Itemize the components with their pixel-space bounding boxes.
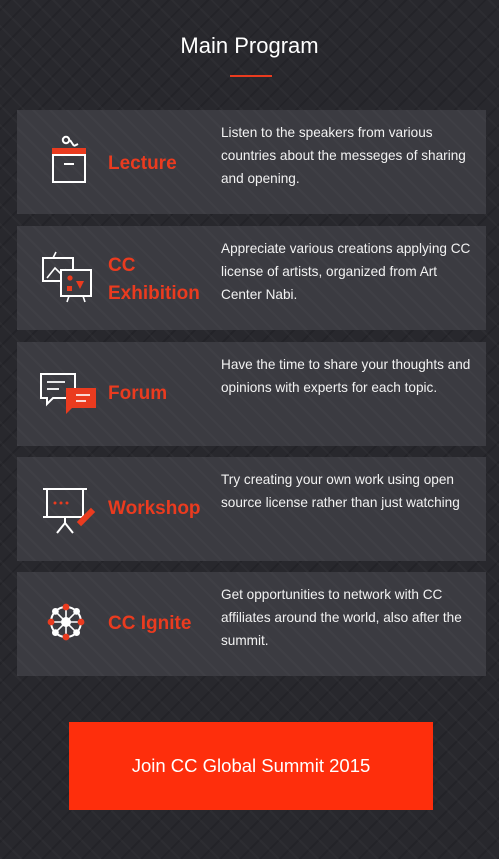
easel-pencil-icon xyxy=(43,488,96,534)
program-card-ignite: CC Ignite Get opportunities to network w… xyxy=(17,572,486,676)
program-name-workshop: Workshop xyxy=(108,498,201,519)
program-name-ignite: CC Ignite xyxy=(108,613,192,634)
program-name-exhibition: CC Exhibition xyxy=(108,255,200,304)
program-card-forum: Forum Have the time to share your though… xyxy=(17,342,486,446)
program-desc-workshop: Try creating your own work using open so… xyxy=(221,472,460,510)
program-desc-exhibition: Appreciate various creations applying CC… xyxy=(221,241,471,302)
join-summit-button[interactable]: Join CC Global Summit 2015 xyxy=(69,722,433,810)
program-card-workshop: Workshop Try creating your own work usin… xyxy=(17,457,486,561)
program-desc-forum: Have the time to share your thoughts and… xyxy=(221,357,471,395)
program-name-forum: Forum xyxy=(108,383,168,404)
network-hub-icon xyxy=(47,603,85,641)
lecture-podium-icon xyxy=(52,135,86,183)
page-title: Main Program xyxy=(180,33,319,58)
program-card-exhibition: CC Exhibition Appreciate various creatio… xyxy=(17,226,486,330)
exhibition-frames-icon xyxy=(42,251,92,303)
title-underline xyxy=(230,75,272,77)
speech-bubbles-icon xyxy=(40,373,96,414)
program-name-lecture: Lecture xyxy=(108,153,177,174)
program-desc-ignite: Get opportunities to network with CC aff… xyxy=(221,587,462,648)
program-card-lecture: Lecture Listen to the speakers from vari… xyxy=(17,110,486,214)
program-desc-lecture: Listen to the speakers from various coun… xyxy=(221,125,466,186)
